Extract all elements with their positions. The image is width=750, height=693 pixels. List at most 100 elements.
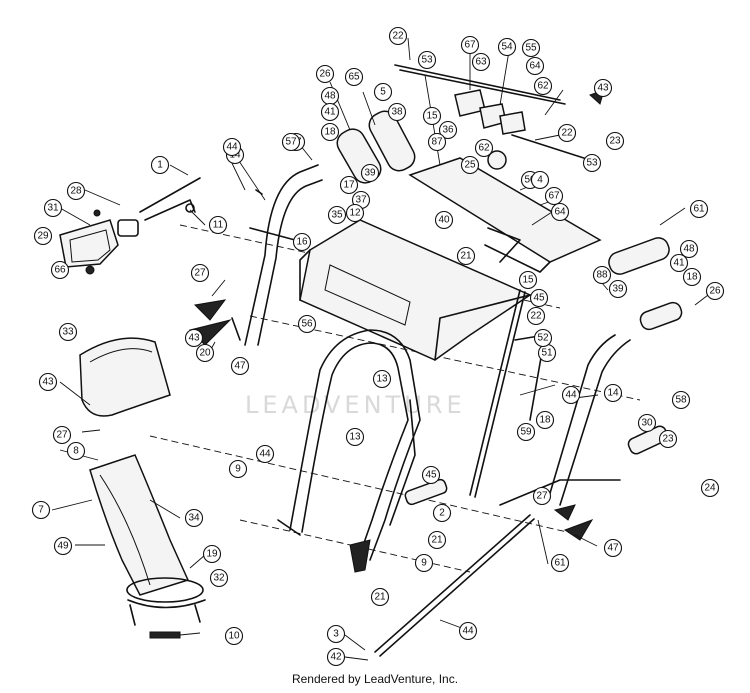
callout-9: 9 — [414, 553, 434, 573]
callout-number: 9 — [235, 464, 241, 475]
callout-circle — [228, 459, 248, 479]
callout-number: 21 — [431, 535, 443, 546]
callout-circle — [224, 626, 244, 646]
callout-circle — [387, 102, 407, 122]
callout-number: 36 — [442, 125, 454, 136]
callout-64: 64 — [550, 202, 570, 222]
callout-number: 16 — [296, 237, 308, 248]
callout-number: 4 — [537, 175, 543, 186]
callout-circle — [682, 267, 702, 287]
callout-circle — [320, 102, 340, 122]
upper-handle — [244, 164, 323, 346]
callout-circle — [320, 122, 340, 142]
callout-circle — [230, 356, 250, 376]
callout-number: 28 — [70, 186, 82, 197]
callout-number: 18 — [324, 127, 336, 138]
callout-20: 20 — [195, 343, 215, 363]
callout-circle — [427, 132, 447, 152]
callout-number: 10 — [228, 631, 240, 642]
callout-66: 66 — [50, 260, 70, 280]
callout-circle — [529, 288, 549, 308]
callout-26: 26 — [315, 64, 335, 84]
callout-number: 44 — [259, 449, 271, 460]
callout-circle — [471, 52, 491, 72]
callout-number: 14 — [607, 388, 619, 399]
callout-number: 23 — [609, 136, 621, 147]
callout-circle — [550, 202, 570, 222]
callout-44: 44 — [222, 137, 242, 157]
callout-13: 13 — [372, 369, 392, 389]
callout-number: 88 — [596, 270, 608, 281]
callout-number: 56 — [301, 319, 313, 330]
callout-number: 44 — [226, 142, 238, 153]
callout-circle — [530, 170, 550, 190]
callout-number: 44 — [462, 626, 474, 637]
callout-circle — [326, 647, 346, 667]
chute-deflector — [79, 337, 171, 417]
callout-circle — [202, 544, 222, 564]
headlight-assembly — [59, 177, 201, 275]
callout-circle — [388, 26, 408, 46]
callout-circle — [605, 131, 625, 151]
callout-47: 47 — [230, 356, 250, 376]
callout-number: 54 — [501, 42, 513, 53]
callout-27: 27 — [190, 263, 210, 283]
callout-circle — [561, 385, 581, 405]
callout-circle — [373, 82, 393, 102]
callout-circle — [525, 56, 545, 76]
callout-number: 27 — [56, 430, 68, 441]
callout-circle — [582, 153, 602, 173]
callout-number: 9 — [421, 558, 427, 569]
callout-number: 47 — [607, 543, 619, 554]
footer-credit: Rendered by LeadVenture, Inc. — [291, 672, 459, 686]
callout-circle — [460, 35, 480, 55]
callout-circle — [150, 155, 170, 175]
callout-33: 33 — [58, 322, 78, 342]
control-panel — [299, 219, 532, 361]
callout-number: 26 — [709, 286, 721, 297]
callout-42: 42 — [326, 647, 346, 667]
callout-circle — [603, 538, 623, 558]
callout-48: 48 — [679, 239, 699, 259]
callout-44: 44 — [255, 444, 275, 464]
callout-44: 44 — [458, 621, 478, 641]
callout-circle — [689, 199, 709, 219]
callout-16: 16 — [292, 232, 312, 252]
callout-number: 22 — [530, 311, 542, 322]
callout-circle — [432, 503, 452, 523]
callout-number: 34 — [188, 513, 200, 524]
callout-number: 48 — [324, 91, 336, 102]
callout-15: 15 — [422, 106, 442, 126]
callout-circle — [532, 486, 552, 506]
callout-57: 57 — [281, 132, 301, 152]
callout-circle — [326, 624, 346, 644]
callout-circle — [297, 314, 317, 334]
callout-circle — [456, 246, 476, 266]
callout-circle — [184, 328, 204, 348]
callout-number: 8 — [73, 446, 79, 457]
callout-number: 22 — [392, 31, 404, 42]
callout-circle — [33, 226, 53, 246]
callout-number: 30 — [641, 418, 653, 429]
callout-circle — [705, 281, 725, 301]
callout-circle — [360, 163, 380, 183]
callout-31: 31 — [43, 198, 63, 218]
callout-23: 23 — [605, 131, 625, 151]
callout-number: 55 — [525, 43, 537, 54]
callout-55: 55 — [521, 38, 541, 58]
callout-number: 19 — [206, 549, 218, 560]
callout-41: 41 — [320, 102, 340, 122]
callout-43: 43 — [593, 78, 613, 98]
callout-52: 52 — [533, 328, 553, 348]
callout-34: 34 — [184, 508, 204, 528]
callout-number: 47 — [234, 361, 246, 372]
callout-number: 29 — [37, 231, 49, 242]
callout-circle — [544, 186, 564, 206]
callout-number: 18 — [539, 415, 551, 426]
callout-19: 19 — [202, 544, 222, 564]
callout-circle — [421, 465, 441, 485]
callout-number: 43 — [597, 83, 609, 94]
callout-number: 62 — [478, 143, 490, 154]
callouts: 2267536354556462574326565483841181536876… — [31, 26, 725, 667]
